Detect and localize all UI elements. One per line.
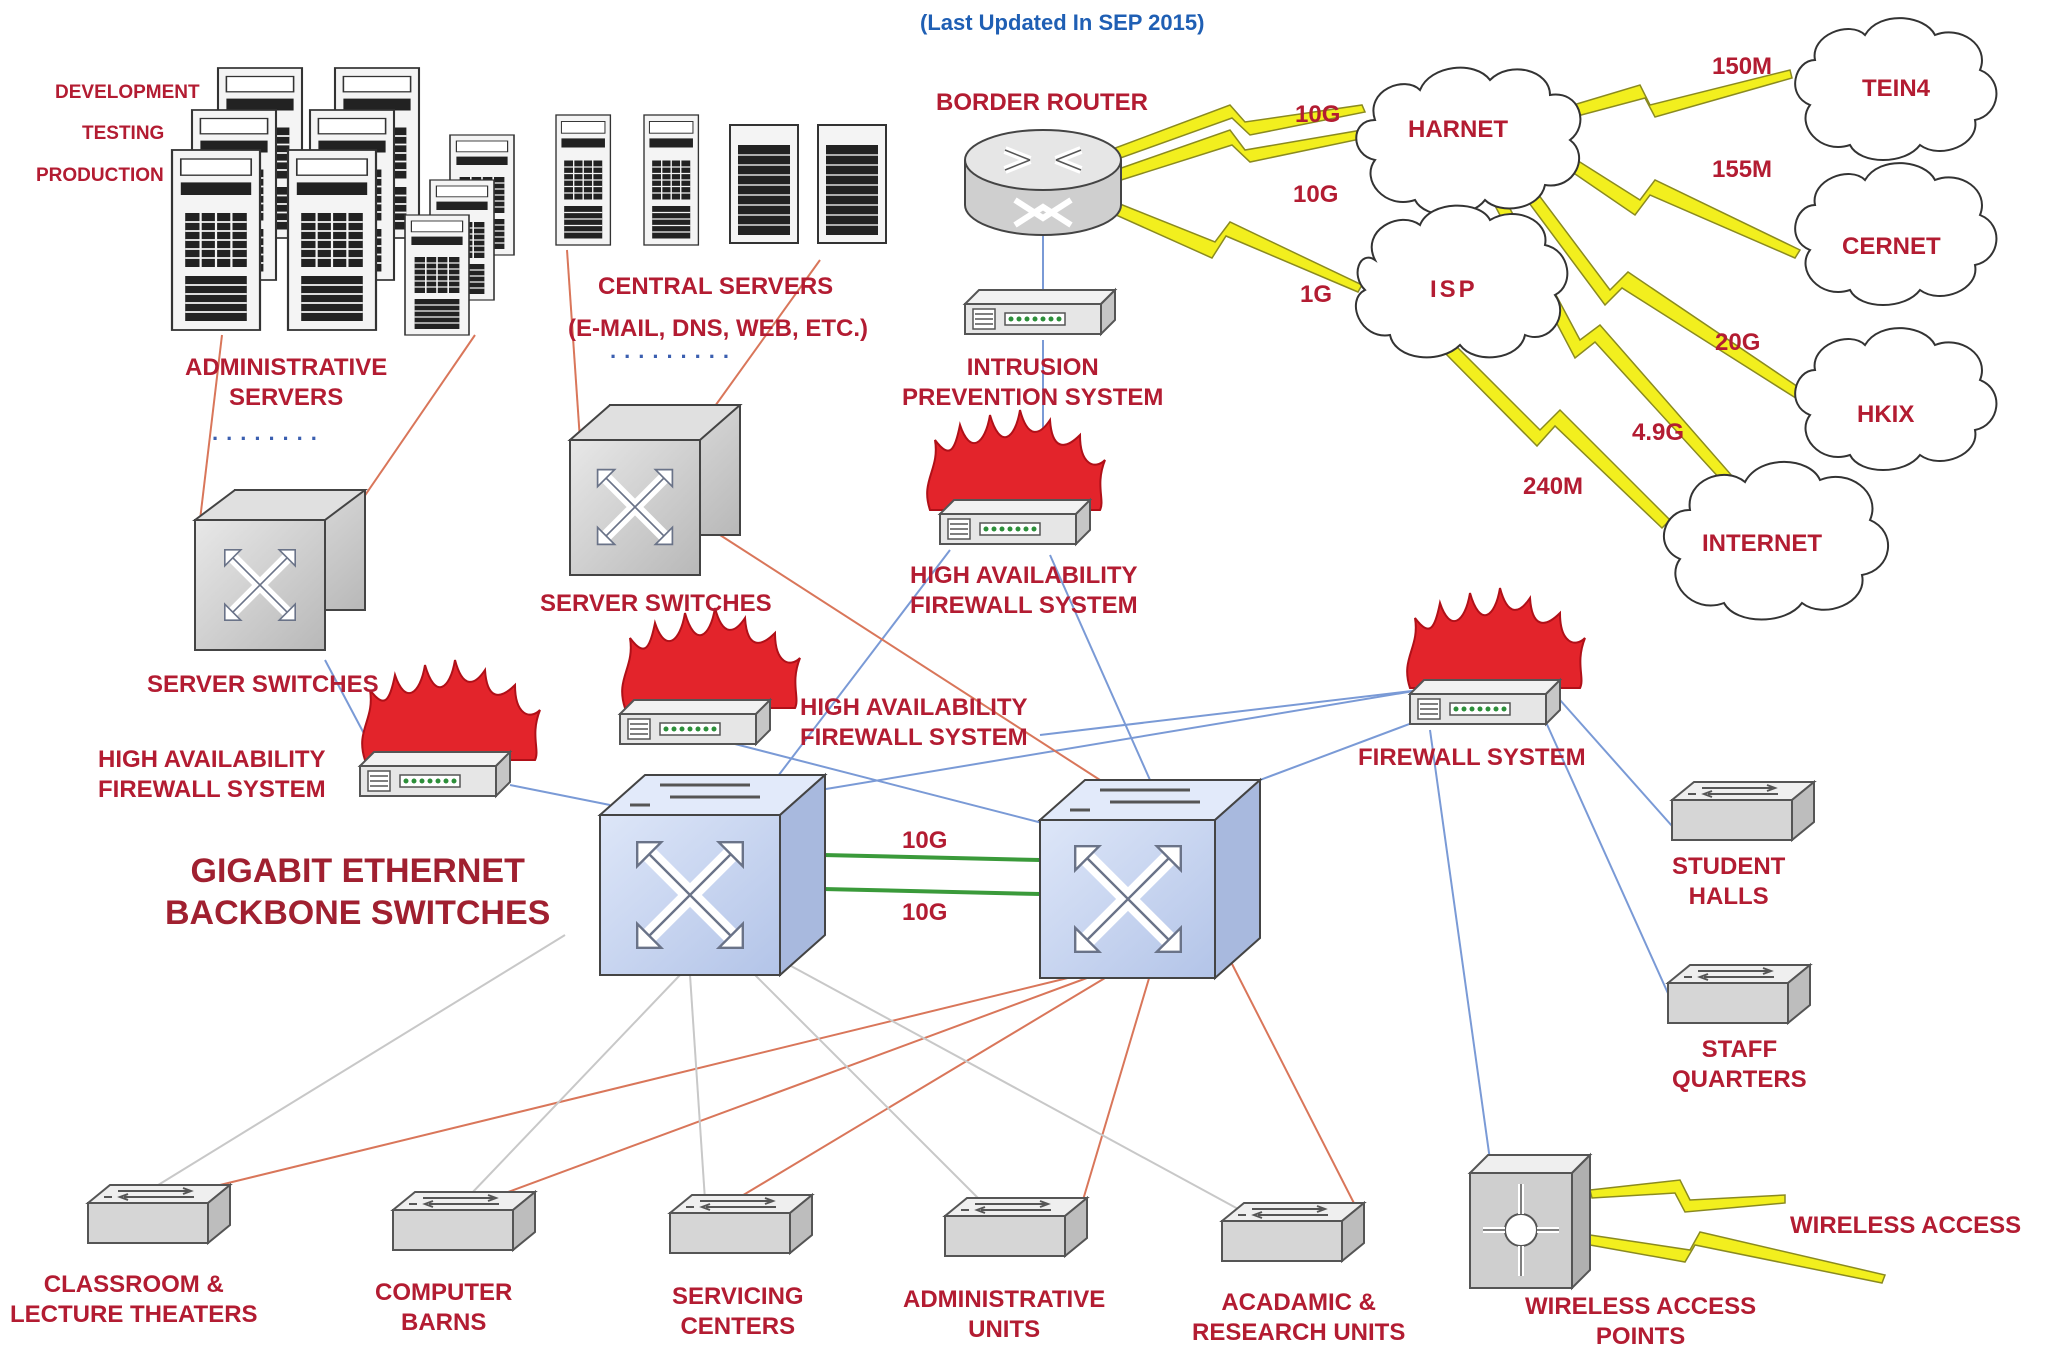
link-harnet-tein4-label: 150M: [1712, 53, 1773, 80]
link-backbone-1-label: 10G: [902, 827, 948, 854]
harnet-label: HARNET: [1408, 116, 1508, 143]
central-servers-label: CENTRAL SERVERS: [598, 273, 834, 300]
development-label: DEVELOPMENT: [55, 82, 200, 103]
clouds-layer: [1354, 17, 1998, 621]
ha-firewall-top-icon[interactable]: [926, 409, 1106, 545]
hkix-label: HKIX: [1857, 401, 1915, 428]
backbone-switch-left-icon[interactable]: [597, 772, 828, 978]
admin-servers-dots: ........: [212, 420, 325, 445]
production-label: PRODUCTION: [36, 165, 164, 186]
central-servers-dots: .........: [610, 338, 738, 363]
server-switches-mid-icon[interactable]: [567, 404, 743, 576]
central-servers-icon[interactable]: [555, 114, 887, 246]
isp-cloud: [1354, 204, 1569, 359]
classroom-label: CLASSROOM &LECTURE THEATERS: [10, 1271, 258, 1328]
backbone-switch-right-icon[interactable]: [1037, 777, 1263, 981]
link-harnet-cernet-label: 155M: [1712, 156, 1773, 183]
research-units-switch-icon[interactable]: [1221, 1202, 1365, 1262]
isp-label: ISP: [1430, 276, 1478, 303]
student-halls-switch-icon[interactable]: [1671, 781, 1815, 841]
computer-barns-switch-icon[interactable]: [392, 1191, 536, 1251]
ha-firewall-mid-icon[interactable]: [619, 607, 801, 745]
border-router-label: BORDER ROUTER: [936, 89, 1149, 116]
link-router-isp-label: 1G: [1300, 281, 1333, 308]
link-harnet-internet-label: 4.9G: [1632, 419, 1685, 446]
servicing-switch-icon[interactable]: [669, 1194, 813, 1254]
link-isp-internet-label: 240M: [1523, 473, 1584, 500]
server-switches-left-icon[interactable]: [192, 489, 368, 651]
wireless-access-label: WIRELESS ACCESS: [1790, 1212, 2022, 1239]
testing-label: TESTING: [82, 123, 165, 144]
firewall-system-icon[interactable]: [1406, 587, 1586, 725]
border-router-icon[interactable]: [964, 129, 1122, 236]
classroom-switch-icon[interactable]: [87, 1184, 231, 1244]
internet-label: INTERNET: [1702, 530, 1822, 557]
diagram-title: (Last Updated In SEP 2015): [920, 10, 1205, 35]
link-backbone-2-label: 10G: [902, 899, 948, 926]
link-router-harnet-1-label: 10G: [1295, 101, 1341, 128]
staff-quarters-switch-icon[interactable]: [1667, 964, 1811, 1024]
admin-units-switch-icon[interactable]: [944, 1197, 1088, 1257]
tein4-cloud: [1794, 17, 1998, 161]
central-servers-sub-label: (E-MAIL, DNS, WEB, ETC.): [568, 315, 868, 342]
research-units-label: ACADAMIC &RESEARCH UNITS: [1192, 1289, 1406, 1346]
tein4-label: TEIN4: [1862, 75, 1931, 102]
intrusion-prevention-icon[interactable]: [964, 289, 1116, 335]
administrative-servers-icon[interactable]: [170, 66, 515, 336]
internet-cloud: [1662, 461, 1889, 621]
server-switches-left-label: SERVER SWITCHES: [147, 671, 379, 698]
server-switches-mid-label: SERVER SWITCHES: [540, 590, 772, 617]
firewall-system-label: FIREWALL SYSTEM: [1358, 744, 1586, 771]
wireless-access-point-icon[interactable]: [1467, 1152, 1593, 1291]
ha-firewall-left-icon[interactable]: [359, 659, 541, 797]
hkix-cloud: [1794, 327, 1998, 471]
link-harnet-hkix-label: 20G: [1715, 329, 1761, 356]
links-layer: [149, 210, 1681, 1216]
link-router-harnet-2-label: 10G: [1293, 181, 1339, 208]
harnet-cloud: [1355, 66, 1582, 216]
cernet-label: CERNET: [1842, 233, 1941, 260]
cernet-cloud: [1794, 162, 1998, 306]
